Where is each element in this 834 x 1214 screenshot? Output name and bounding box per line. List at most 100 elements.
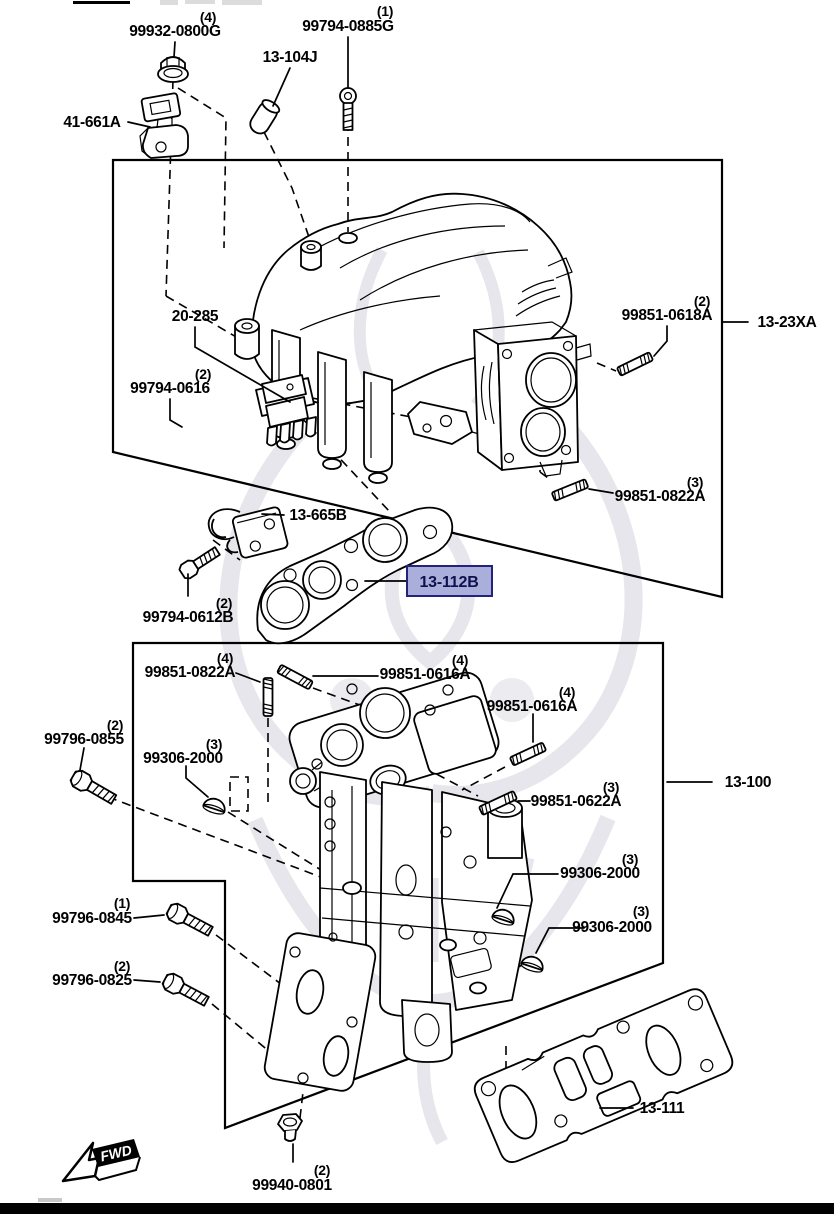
svg-text:99794-0612B[interactable]: 99794-0612B (143, 609, 234, 626)
part-label-13-111[interactable]: 13-111 (640, 1100, 686, 1117)
part-label-99851-0822A-lower[interactable]: (4) 99851-0822A (145, 650, 236, 681)
svg-text:(2): (2) (195, 366, 211, 382)
highlighted-part-label-13-112B[interactable]: 13-112B (406, 565, 493, 597)
part-label-99796-0855[interactable]: (2) 99796-0855 (44, 717, 125, 748)
bolt-99794-0885G (339, 87, 357, 131)
cap-99306-2000-second (491, 908, 515, 926)
svg-text:99940-0801[interactable]: 99940-0801 (252, 1177, 333, 1194)
svg-text:99794-0885G[interactable]: 99794-0885G (302, 18, 394, 35)
part-label-99851-0618A[interactable]: (2) 99851-0618A (622, 293, 713, 324)
stud-99851-0822A-upper (551, 478, 589, 502)
gasket-13-112B (256, 506, 454, 645)
bracket-41-661A (139, 92, 189, 159)
nut-99940-0801 (277, 1113, 303, 1142)
cap-nut-99932-0800G (157, 56, 189, 83)
fwd-arrow: FWD (61, 1139, 141, 1183)
svg-text:(4): (4) (217, 650, 233, 666)
svg-text:(4): (4) (559, 684, 575, 700)
stud-99851-0616A-first (276, 664, 314, 690)
part-label-13-23XA[interactable]: 13-23XA (757, 314, 816, 331)
svg-text:(2): (2) (216, 595, 232, 611)
svg-text:99851-0616A[interactable]: 99851-0616A (380, 666, 471, 683)
part-label-99306-2000-first[interactable]: (3) 99306-2000 (143, 736, 223, 767)
fwd-arrow-band (92, 1139, 140, 1167)
part-label-41-661A[interactable]: 41-661A (63, 114, 121, 131)
svg-text:99796-0825[interactable]: 99796-0825 (52, 972, 133, 989)
part-label-99851-0822A-upper[interactable]: (3) 99851-0822A (615, 474, 706, 505)
part-label-99851-0616A-second[interactable]: (4) 99851-0616A (487, 684, 578, 715)
solenoid-ports (266, 416, 317, 447)
part-label-99932-0800G[interactable]: (4) 99932-0800G (129, 9, 221, 40)
svg-text:(3): (3) (603, 779, 619, 795)
svg-text:99851-0616A[interactable]: 99851-0616A (487, 698, 578, 715)
cap-99306-2000-first (202, 797, 226, 815)
part-label-99306-2000-third[interactable]: (3) 99306-2000 (572, 903, 652, 936)
highlight-box[interactable] (406, 565, 493, 597)
svg-text:(3): (3) (206, 736, 222, 752)
part-label-99796-0825[interactable]: (2) 99796-0825 (52, 958, 133, 989)
bolt-99796-0855 (69, 769, 118, 805)
svg-text:(1): (1) (377, 3, 393, 19)
solenoid-20-285 (255, 374, 317, 447)
cap-13-104J (249, 99, 281, 135)
stud-99851-0616A-second (509, 742, 547, 766)
part-label-13-104J[interactable]: 13-104J (263, 49, 318, 66)
part-label-20-285[interactable]: 20-285 (172, 308, 219, 325)
part-label-99940-0801[interactable]: (2) 99940-0801 (252, 1162, 333, 1194)
lower-assembly-box (131, 641, 665, 1130)
part-labels: (4) 99932-0800G (1) 99794-0885G 13-104J … (44, 3, 817, 1194)
part-label-99851-0622A[interactable]: (3) 99851-0622A (531, 779, 622, 810)
bracket-13-665B (207, 506, 289, 559)
svg-text:(4): (4) (452, 652, 468, 668)
fwd-arrow-head (61, 1141, 101, 1183)
svg-text:99796-0845[interactable]: 99796-0845 (52, 910, 133, 927)
svg-text:99306-2000[interactable]: 99306-2000 (143, 750, 223, 767)
stud-99851-0618A (616, 351, 654, 377)
part-label-13-665B[interactable]: 13-665B (289, 507, 347, 524)
svg-text:99306-2000[interactable]: 99306-2000 (572, 919, 652, 936)
svg-text:99851-0622A[interactable]: 99851-0622A (531, 793, 622, 810)
bolt-99796-0825 (161, 972, 210, 1007)
part-label-99796-0845[interactable]: (1) 99796-0845 (52, 895, 133, 927)
part-label-99794-0612B[interactable]: (2) 99794-0612B (143, 595, 234, 626)
stud-99851-0622A (478, 790, 518, 816)
svg-text:(3): (3) (622, 851, 638, 867)
manifold-boss (234, 232, 358, 360)
svg-text:(1): (1) (114, 895, 130, 911)
svg-text:99794-0616[interactable]: 99794-0616 (130, 380, 211, 397)
svg-text:(2): (2) (694, 293, 710, 309)
svg-text:(2): (2) (314, 1162, 330, 1178)
upper-assembly-box (111, 158, 724, 599)
qty-99932-0800G: (4) (200, 9, 216, 25)
part-label-99851-0616A-first[interactable]: (4) 99851-0616A (380, 652, 471, 683)
svg-text:(3): (3) (633, 903, 649, 919)
svg-text:(2): (2) (107, 717, 123, 733)
part-label-13-100[interactable]: 13-100 (725, 774, 772, 791)
svg-text:13-112B[interactable]: 13-112B (419, 574, 478, 591)
part-label-99794-0885G[interactable]: (1) 99794-0885G (302, 3, 394, 35)
lower-intake-manifold (263, 671, 533, 1092)
part-label-99794-0616[interactable]: (2) 99794-0616 (130, 366, 211, 397)
stud-99851-0822A-lower (262, 677, 274, 717)
svg-text:99851-0822A[interactable]: 99851-0822A (145, 664, 236, 681)
cap-99306-2000-third (520, 955, 544, 973)
fwd-arrow-label: FWD (99, 1142, 134, 1165)
runner-tubes (271, 329, 393, 484)
svg-text:99796-0855[interactable]: 99796-0855 (44, 731, 125, 748)
svg-text:99851-0822A[interactable]: 99851-0822A (615, 488, 706, 505)
lower-manifold-top-flange (288, 671, 500, 809)
part-label-99306-2000-second[interactable]: (3) 99306-2000 (560, 851, 640, 882)
svg-text:99932-0800G[interactable]: 99932-0800G (129, 23, 221, 40)
gasket-13-111 (473, 988, 734, 1163)
scan-artifact-top (73, 0, 262, 5)
svg-text:(2): (2) (114, 958, 130, 974)
throttle-flange (473, 321, 592, 477)
svg-text:99306-2000[interactable]: 99306-2000 (560, 865, 640, 882)
leader-lines (79, 36, 749, 1163)
bolt-99796-0845 (165, 902, 214, 937)
svg-text:99851-0618A[interactable]: 99851-0618A (622, 307, 713, 324)
lower-manifold-body (319, 771, 533, 1063)
upper-intake-manifold (234, 192, 592, 484)
